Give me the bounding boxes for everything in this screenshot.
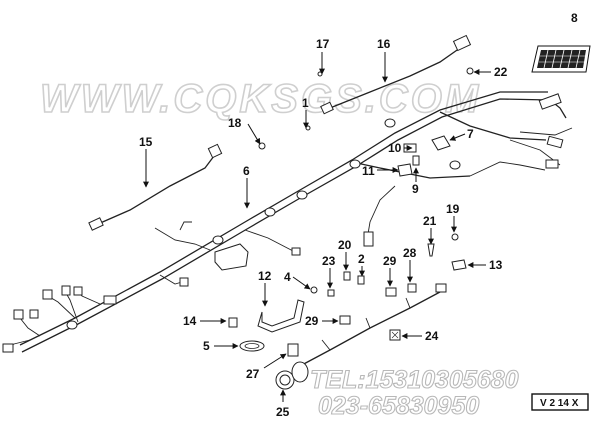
- callout-21: 21: [423, 214, 437, 228]
- callout-19: 19: [446, 202, 460, 216]
- callout-14: 14: [183, 314, 197, 328]
- callout-25: 25: [276, 405, 290, 419]
- callout-11: 11: [362, 164, 375, 178]
- watermark-site: WWW.CQKSGS.COM: [40, 77, 481, 121]
- callout-12: 12: [258, 269, 272, 283]
- leader-lines: [143, 52, 491, 402]
- callout-20: 20: [338, 238, 352, 252]
- harness-16: [320, 34, 472, 115]
- callout-29-upper: 29: [383, 254, 397, 268]
- callout-8: 8: [571, 11, 578, 25]
- callout-10: 10: [388, 141, 402, 155]
- callout-16: 16: [377, 37, 391, 51]
- callouts: 15 6 17 16 8 22 1 18 7 10 9 11 19 21 20 …: [139, 11, 578, 419]
- watermark-tel: TEL:15310305680: [310, 366, 519, 394]
- callout-17: 17: [316, 37, 330, 51]
- watermark-phone: 023-65830950: [318, 392, 479, 420]
- callout-29-lower: 29: [305, 314, 319, 328]
- callout-24: 24: [425, 329, 439, 343]
- diagram-code: V 2 14 X: [540, 398, 579, 409]
- callout-6: 6: [243, 164, 250, 178]
- main-harness: [2, 91, 573, 353]
- sensor-block: [214, 229, 301, 271]
- small-parts: [228, 67, 474, 390]
- callout-23: 23: [322, 254, 336, 268]
- label-plate-8: [531, 45, 591, 73]
- harness-15: [88, 143, 223, 231]
- callout-28: 28: [403, 246, 417, 260]
- callout-1: 1: [302, 96, 309, 110]
- callout-27: 27: [246, 367, 260, 381]
- callout-7: 7: [467, 127, 474, 141]
- callout-2: 2: [358, 252, 365, 266]
- callout-4: 4: [284, 270, 291, 284]
- callout-5: 5: [203, 339, 210, 353]
- callout-18: 18: [228, 116, 242, 130]
- callout-13: 13: [489, 258, 503, 272]
- callout-9: 9: [412, 182, 419, 196]
- diagram-code-box: [531, 393, 589, 411]
- callout-15: 15: [139, 135, 153, 149]
- callout-22: 22: [494, 65, 508, 79]
